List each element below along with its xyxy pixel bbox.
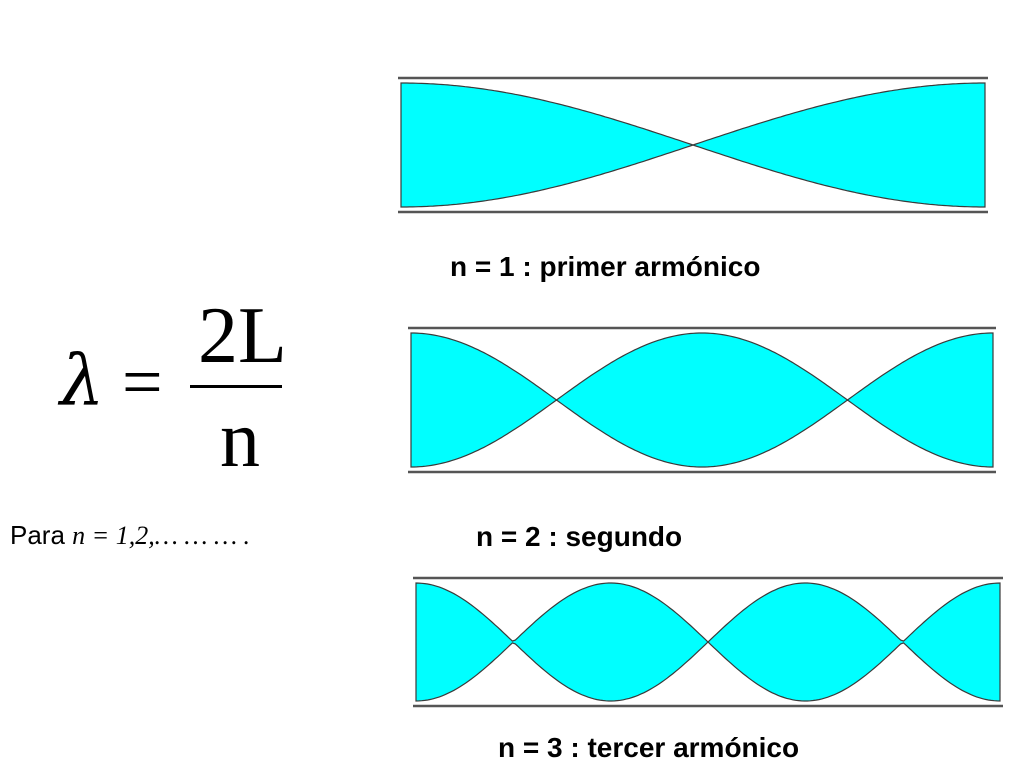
formula-numerator: 2L xyxy=(198,292,287,380)
condition-label: Para xyxy=(10,520,65,550)
wave-envelope xyxy=(410,332,994,468)
standing-wave-mode-1 xyxy=(398,74,988,216)
wavelength-formula: λ = 2L n xyxy=(60,296,300,486)
lambda-symbol: λ xyxy=(60,340,105,422)
wave-diagram-2 xyxy=(408,326,996,474)
mode-2-caption: n = 2 : segundo xyxy=(476,521,683,552)
condition-math: n = 1,2,… … … . xyxy=(72,521,251,550)
wave-diagram-3 xyxy=(413,576,1003,708)
mode-3-caption: n = 3 : tercer armónico xyxy=(498,732,800,763)
formula-denominator: n xyxy=(220,396,260,484)
condition-text: Para n = 1,2,… … … . xyxy=(10,520,250,551)
equals-sign: = xyxy=(122,342,163,422)
wave-diagram-1 xyxy=(398,76,988,214)
wave-envelope xyxy=(400,82,986,208)
standing-wave-mode-3 xyxy=(413,574,1003,710)
fraction-bar xyxy=(190,385,282,388)
standing-wave-mode-2 xyxy=(408,324,996,476)
mode-1-caption: n = 1 : primer armónico xyxy=(450,251,761,282)
wave-envelope xyxy=(415,582,1001,702)
